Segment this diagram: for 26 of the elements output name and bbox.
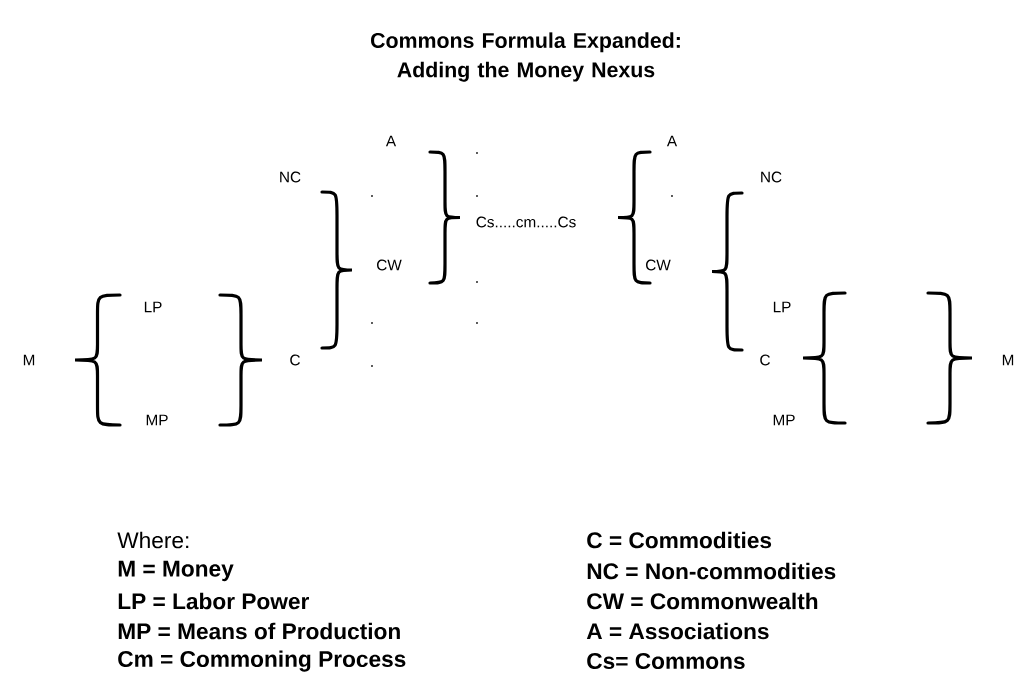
- formula-symbol: MP: [146, 414, 168, 426]
- definition-text: Cs= Commons: [587, 653, 745, 670]
- definition-text: C = Commodities: [587, 531, 772, 549]
- formula-symbol: C: [290, 354, 300, 366]
- definition-text: A = Associations: [586, 622, 769, 640]
- definition-text: NC = Non-commodities: [587, 562, 836, 580]
- formula-symbol: C: [760, 354, 770, 366]
- formula-symbol: A: [385, 135, 397, 147]
- formula-symbol: CW: [377, 259, 402, 271]
- title: Commons Formula Expanded: Adding the Money Nexus: [371, 32, 680, 82]
- formula-symbol: LP: [144, 301, 162, 313]
- formula-symbol: A: [666, 135, 678, 147]
- definition-text: LP = Labor Power: [118, 592, 309, 610]
- definition-text: M = Money: [118, 560, 234, 582]
- formula-symbol: LP: [773, 301, 791, 313]
- formula-symbol: NC: [280, 171, 301, 183]
- legend-heading: Where:: [117, 531, 189, 549]
- formula-symbol: MP: [773, 414, 795, 426]
- definition-text: MP = Means of Production: [118, 622, 400, 640]
- formula-symbol: M: [23, 354, 35, 366]
- definition-text: Cm = Commoning Process: [118, 650, 406, 672]
- definition-text: CW = Commonwealth: [587, 592, 818, 610]
- formula-symbol: CW: [646, 259, 671, 271]
- formula-symbol: Cs.....cm.....Cs: [476, 216, 576, 228]
- formula-symbol: M: [1002, 354, 1014, 366]
- formula-symbol: NC: [761, 171, 782, 183]
